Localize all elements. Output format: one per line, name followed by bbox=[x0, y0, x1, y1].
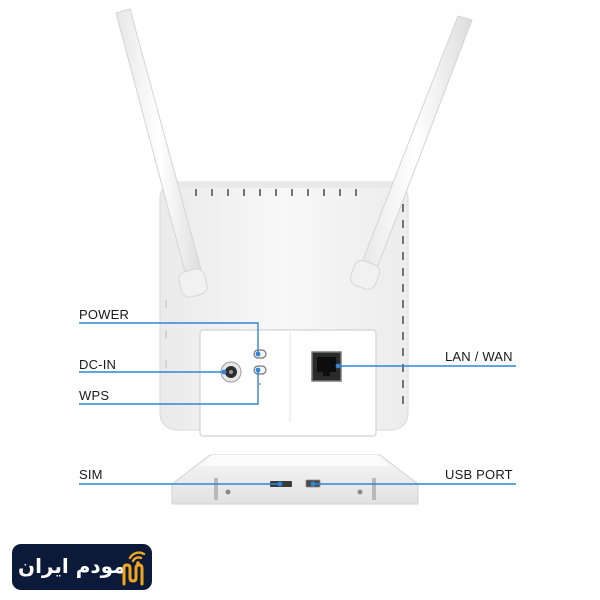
callout-lines bbox=[79, 322, 516, 485]
port-panel bbox=[199, 329, 377, 437]
wifi-m-logo-icon bbox=[122, 551, 146, 586]
wps-callout-line bbox=[79, 372, 259, 405]
top-vents bbox=[195, 189, 357, 196]
router-base bbox=[171, 454, 419, 505]
wps-label: WPS bbox=[79, 388, 110, 403]
brand-logo-text: مودم ایران bbox=[18, 554, 126, 578]
lan-wan-label: LAN / WAN bbox=[445, 349, 513, 364]
brand-logo: مودم ایران bbox=[12, 544, 152, 590]
dc-in-label: DC-IN bbox=[79, 357, 117, 372]
sim-label: SIM bbox=[79, 467, 103, 482]
power-label: POWER bbox=[79, 307, 130, 322]
usb-port-label: USB PORT bbox=[445, 467, 513, 482]
power-callout-line bbox=[79, 322, 259, 352]
right-antenna bbox=[350, 15, 473, 290]
left-antenna bbox=[115, 8, 208, 298]
